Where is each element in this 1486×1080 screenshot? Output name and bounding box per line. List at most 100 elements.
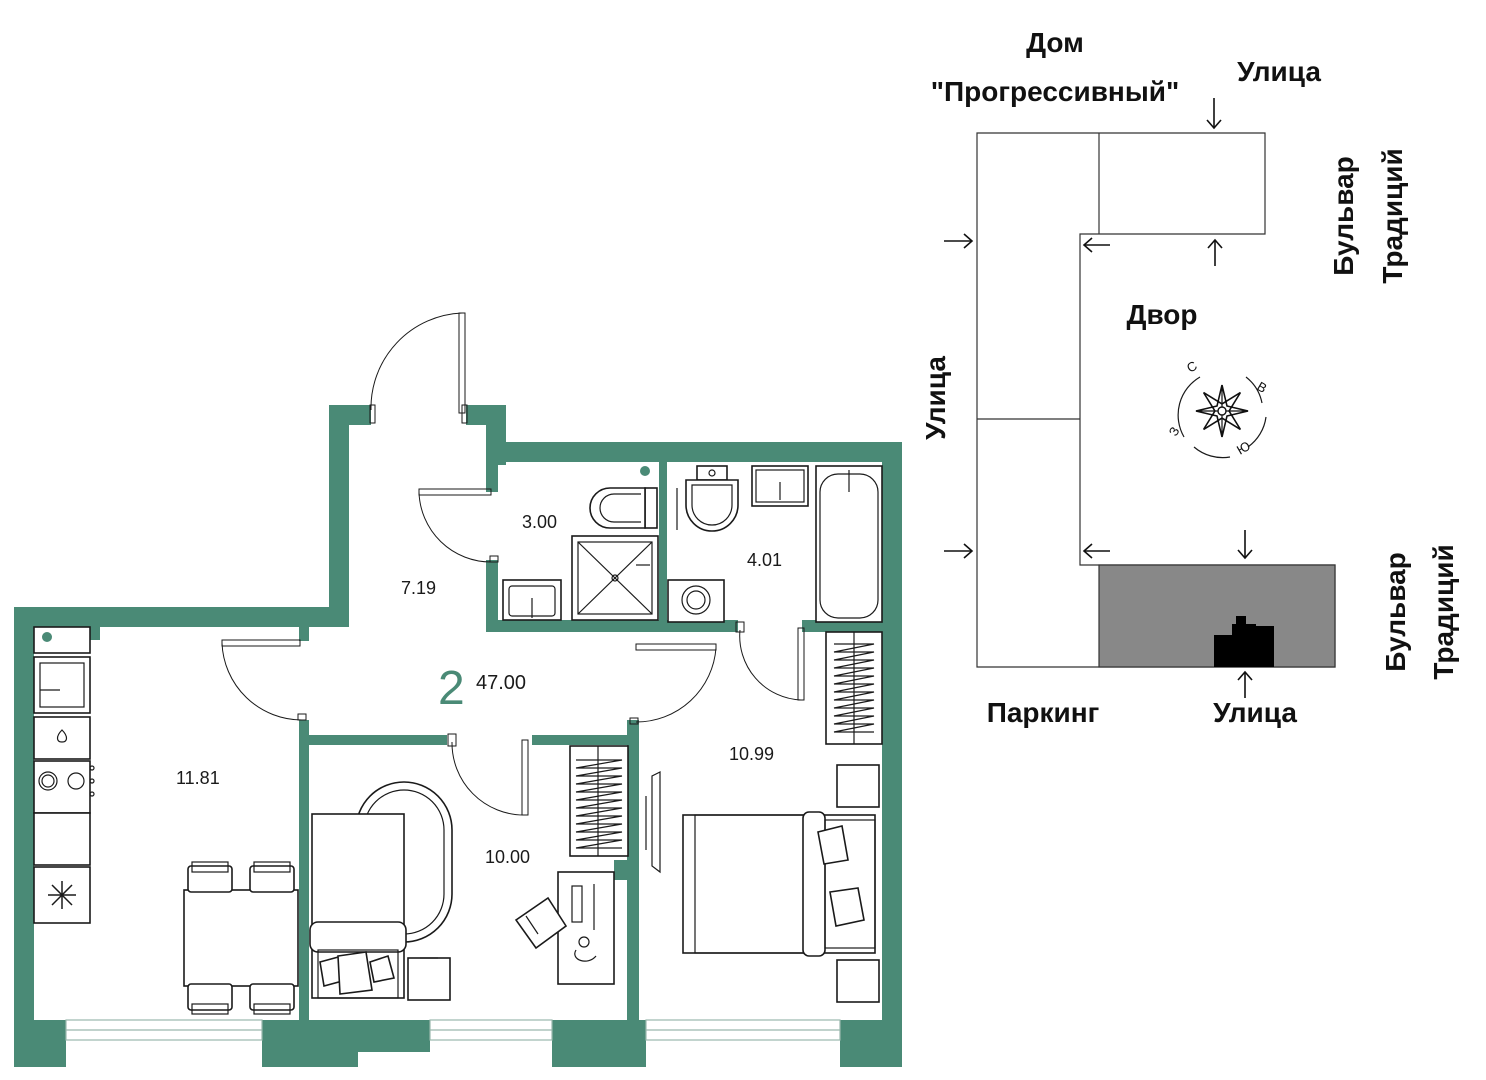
arrow-bottom-up	[1237, 670, 1253, 698]
closet-door-leaf	[797, 627, 805, 701]
wc-toilet-tank	[644, 487, 658, 529]
wall-entrance-top-left	[329, 405, 371, 425]
small-bedroom-furniture	[309, 745, 629, 1001]
wall-bottom-4	[840, 1020, 902, 1067]
wall-wc-bath-divider	[659, 462, 667, 632]
bath-toilet-bowl	[685, 479, 739, 532]
area-small-bedroom: 10.00	[485, 847, 530, 867]
kitchen-door-leaf	[221, 639, 301, 647]
wall-small-bedroom-top-right	[532, 735, 637, 745]
wall-kitchen-stub	[90, 620, 100, 640]
apartment-marker	[1214, 616, 1274, 667]
wc-door-leaf	[418, 488, 492, 496]
bed-headboard	[309, 921, 407, 953]
compass-north: С	[1184, 358, 1200, 376]
snowflake-icon	[48, 881, 76, 909]
kitchen-furniture	[33, 626, 299, 1015]
nightstand-small	[407, 957, 451, 1001]
area-wc: 3.00	[522, 512, 557, 532]
bathroom-furniture	[667, 465, 883, 623]
rooms-count: 2	[438, 662, 465, 715]
pillow-large-2	[829, 887, 865, 927]
pillow-2	[337, 951, 373, 995]
bedroom-large-door-swing	[635, 647, 717, 723]
house-name-line2: "Прогрессивный"	[931, 76, 1179, 107]
riser-marker-kitchen	[42, 632, 52, 642]
wall-top	[486, 442, 902, 462]
wall-kitchen-door-stub	[299, 625, 309, 641]
kitchen-riser-box	[33, 626, 91, 654]
parking-label: Паркинг	[987, 697, 1100, 728]
entrance-arrows	[944, 98, 1253, 698]
wall-wardrobe-stub	[614, 860, 628, 880]
dining-table	[183, 889, 299, 987]
boulevard-upper-line1: Бульвар	[1328, 156, 1359, 275]
building-outline	[976, 132, 1336, 668]
area-bathroom: 4.01	[747, 550, 782, 570]
bedroom-small-door-leaf	[521, 739, 529, 816]
boulevard-lower-line1: Бульвар	[1380, 552, 1411, 671]
tv-stand	[651, 771, 661, 874]
kitchen-door-swing	[221, 642, 303, 721]
total-area: 47.00	[476, 672, 526, 694]
wall-bottom-1	[14, 1020, 66, 1067]
street-top-label: Улица	[1237, 56, 1321, 87]
wall-closet-top	[802, 620, 902, 632]
house-name-line1: Дом	[1026, 27, 1084, 58]
windows	[65, 1019, 841, 1067]
kitchen-sink	[33, 656, 91, 714]
kitchen-cabinet	[33, 812, 91, 866]
chair-top-left	[187, 865, 233, 893]
compass-south: Ю	[1234, 438, 1253, 458]
washing-machine	[667, 579, 725, 623]
wall-small-bedroom-top-left	[299, 735, 447, 745]
area-large-bedroom: 10.99	[729, 744, 774, 764]
kitchen-counter	[33, 716, 91, 760]
site-map: Дом "Прогрессивный" Улица	[920, 27, 1459, 728]
wall-left	[14, 607, 34, 1067]
balcony-gap	[358, 1052, 430, 1067]
arrow-inner-lower-left	[1082, 543, 1110, 559]
wall-wc-left-bottom	[486, 560, 498, 632]
boulevard-upper-line2: Традиций	[1377, 148, 1408, 283]
wall-bath-bottom	[486, 620, 738, 632]
closet-door-swing	[739, 629, 802, 701]
pillow-3	[369, 954, 395, 983]
nightstand-bottom	[836, 959, 880, 1003]
doors	[221, 312, 805, 816]
area-hallway: 7.19	[401, 578, 436, 598]
bedroom-small-door-swing	[451, 741, 525, 816]
wall-bedrooms-divider	[627, 720, 639, 1020]
wall-right	[882, 442, 902, 1067]
large-bedroom-furniture	[645, 764, 880, 1003]
compass-icon: С В Ю З	[1166, 358, 1270, 459]
wall-kitchen-top	[14, 607, 334, 627]
area-kitchen: 11.81	[176, 768, 220, 788]
interior-walls	[90, 462, 902, 1020]
entrance-door-swing	[370, 312, 463, 411]
desk-chair	[514, 896, 568, 950]
desk	[557, 871, 615, 985]
compass-east: В	[1255, 379, 1270, 396]
arrow-left-upper	[944, 233, 974, 249]
wc-door-swing	[418, 491, 492, 563]
bedroom-large-door-leaf	[635, 643, 717, 651]
outer-walls	[14, 405, 902, 1067]
street-bottom-label: Улица	[1213, 697, 1297, 728]
arrow-inner-upper-up	[1207, 238, 1223, 266]
arrow-inner-lower-down	[1237, 530, 1253, 560]
riser-marker-wc	[640, 466, 650, 476]
courtyard-label: Двор	[1127, 299, 1198, 330]
floor-plan: 11.81 7.19 3.00 4.01 10.00 10.99 2 47.00	[14, 312, 902, 1067]
pillow-large-1	[817, 825, 849, 865]
hall-closet	[825, 631, 883, 745]
wc-furniture	[502, 466, 659, 621]
nightstand-top	[836, 764, 880, 808]
wall-kitchen-bedroom	[299, 720, 309, 1020]
chair-bottom-right	[249, 983, 295, 1011]
wall-entrance-left	[329, 405, 349, 627]
double-bed	[682, 814, 876, 954]
arrow-top-down	[1206, 98, 1222, 130]
